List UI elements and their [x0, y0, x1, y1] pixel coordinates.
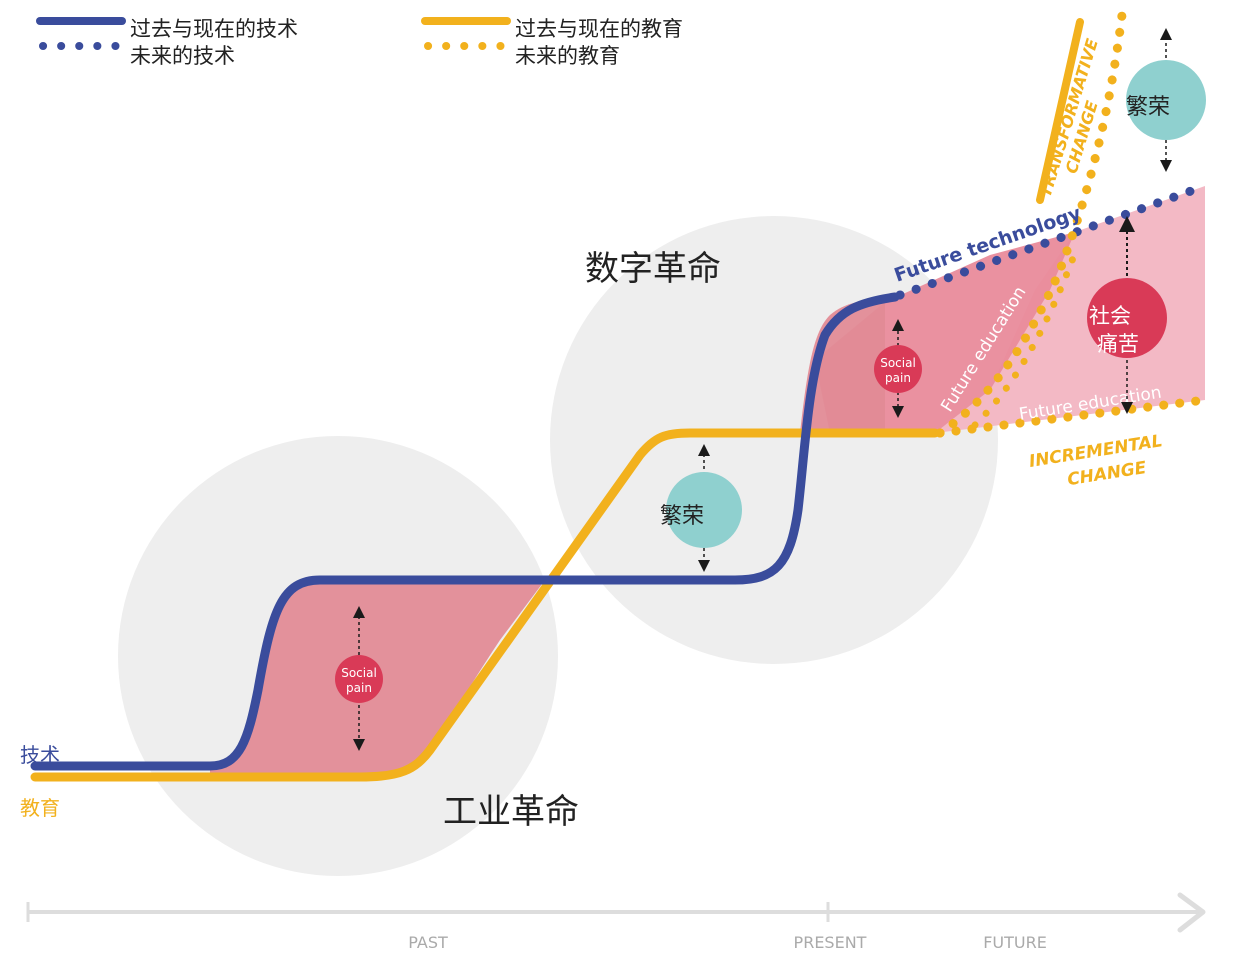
education-label: 教育 — [20, 796, 60, 820]
social-pain-3-line2: 痛苦 — [1097, 332, 1139, 356]
transformative-band-solid — [1036, 18, 1084, 204]
prosperity-bubble-digital: 繁荣 — [660, 444, 742, 572]
social-pain-3-line1: 社会 — [1089, 304, 1131, 328]
future-technology-line — [895, 181, 1210, 300]
social-pain-bubble-digital: Social pain — [874, 319, 922, 418]
prosperity-2-circle — [1126, 60, 1206, 140]
education-line — [30, 428, 940, 782]
social-pain-2-line2: pain — [885, 371, 911, 385]
timeline-axis: PAST PRESENT FUTURE — [26, 892, 1206, 952]
social-pain-2-line1: Social — [880, 356, 916, 370]
prosperity-2-label: 繁荣 — [1126, 95, 1170, 120]
legend-tech-future-label: 未来的技术 — [130, 44, 235, 68]
timeline-future-label: FUTURE — [983, 933, 1047, 952]
social-pain-bubble-industrial: Social pain — [335, 606, 383, 751]
incremental-change-label: INCREMENTAL CHANGE — [1028, 431, 1164, 490]
prosperity-bubble-future: 繁荣 — [1126, 28, 1206, 172]
technology-label: 技术 — [20, 743, 60, 767]
technology-line — [30, 292, 900, 771]
social-pain-3-circle — [1087, 278, 1167, 358]
timeline-present-label: PRESENT — [794, 933, 867, 952]
industrial-revolution-label: 工业革命 — [443, 792, 579, 832]
legend-edu-future-label: 未来的教育 — [515, 44, 620, 68]
digital-revolution-label: 数字革命 — [585, 249, 721, 289]
legend-tech-past-label: 过去与现在的技术 — [130, 17, 298, 41]
social-pain-bubble-future: 社会 痛苦 — [1087, 216, 1167, 414]
prosperity-1-circle — [666, 472, 742, 548]
legend-edu-past-label: 过去与现在的教育 — [515, 17, 683, 41]
legend: 过去与现在的技术 未来的技术 过去与现在的教育 未来的教育 — [36, 17, 683, 68]
future-education-incremental-line — [935, 395, 1210, 438]
future-incremental-pain-region — [935, 186, 1205, 433]
social-pain-2-circle — [874, 345, 922, 393]
timeline-arrow-icon — [1177, 892, 1206, 933]
future-education-transformative-outer-line — [971, 241, 1082, 429]
prosperity-1-label: 繁荣 — [660, 504, 704, 529]
social-pain-1-line2: pain — [346, 681, 372, 695]
timeline-past-label: PAST — [408, 933, 448, 952]
social-pain-1-line1: Social — [341, 666, 377, 680]
social-pain-1-circle — [335, 655, 383, 703]
transformative-change-label: TRANSFORMATIVE CHANGE — [1036, 36, 1102, 199]
digital-pain-region — [800, 298, 885, 433]
future-education-transformative-line — [935, 10, 1127, 438]
